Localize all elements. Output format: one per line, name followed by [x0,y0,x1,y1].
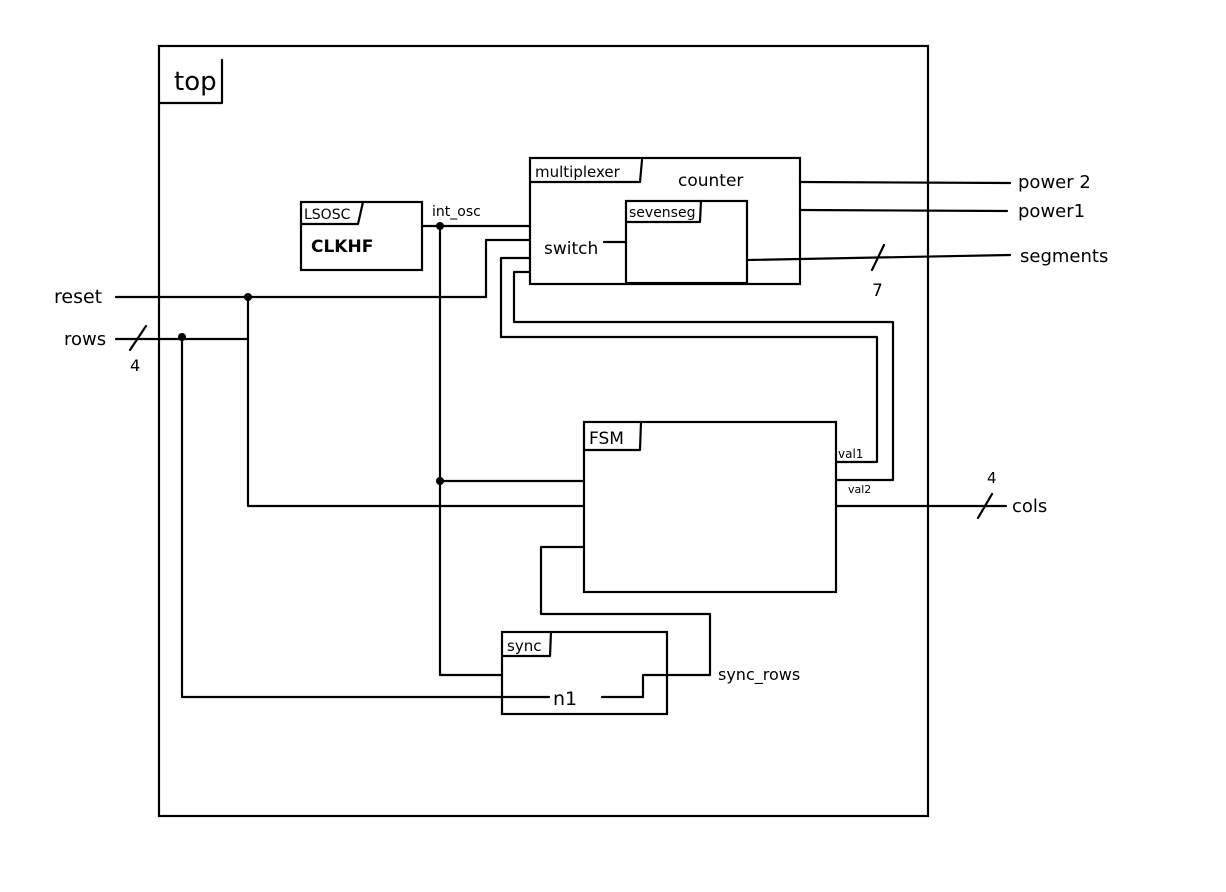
reset-to-fsm-wire [246,295,586,508]
rows-width: 4 [130,356,140,375]
int-osc-label: int_osc [432,204,481,220]
sync-box [500,630,669,716]
rows-to-sync-wire [180,335,551,699]
segments-bus-slash [870,243,886,272]
cols-bus-slash [976,492,994,520]
int-osc-junction-top [436,222,444,230]
sevenseg-title: sevenseg [629,205,695,221]
sync-rows-label: sync_rows [718,665,800,685]
fsm-title: FSM [589,429,624,449]
lsosc-body: CLKHF [311,237,373,257]
val1-label: val1 [838,447,863,461]
cols-label: cols [1012,496,1047,517]
power2-wire [798,180,1012,185]
top-label-frame [157,58,224,105]
reset-label: reset [54,286,102,308]
lsosc-title: LSOSC [304,207,351,223]
int-osc-vertical-wire [438,224,504,677]
rows-bus-slash [128,324,148,352]
int-osc-junction-fsm [436,477,444,485]
segments-label: segments [1020,246,1108,267]
reset-to-mux-wire [114,238,532,299]
n1-label: n1 [553,688,577,710]
cols-width: 4 [987,469,997,487]
sync-rows-wire [539,545,712,699]
multiplexer-title-frame [528,158,644,184]
power1-wire [798,208,1009,213]
segments-width: 7 [872,281,883,301]
rows-junction [178,333,186,341]
sync-title: sync [507,637,541,655]
val2-label: val2 [848,483,871,496]
reset-junction [244,293,252,301]
val1-feedback-wire [499,256,879,464]
power2-label: power 2 [1018,172,1091,193]
sevenseg-box [624,199,749,285]
lsosc-box [299,200,424,272]
sync-title-frame [500,630,553,658]
sevenseg-title-frame [624,199,703,224]
multiplexer-title: multiplexer [535,163,621,181]
power1-label: power1 [1018,201,1085,222]
fsm-title-frame [582,420,643,452]
top-label: top [174,67,217,97]
rows-label: rows [64,329,106,350]
switch-label: switch [544,239,598,259]
val2-feedback-wire [512,270,895,482]
top-module-box [157,44,930,818]
counter-label: counter [678,171,743,191]
lsosc-title-frame [299,200,365,226]
